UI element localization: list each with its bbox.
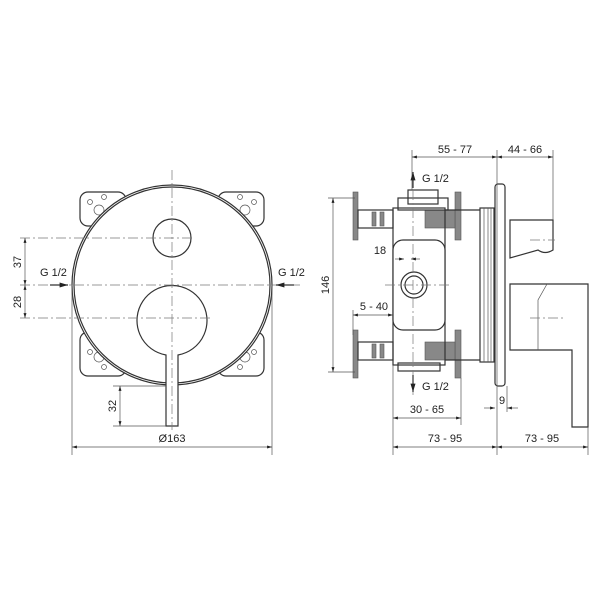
dim-55-77: 55 - 77 — [438, 144, 472, 156]
dim-18: 18 — [374, 245, 386, 257]
dim-44-66: 44 - 66 — [508, 144, 542, 156]
dim-73-95-left: 73 - 95 — [428, 433, 462, 445]
outlet-bottom-label: G 1/2 — [422, 381, 449, 393]
dim-30-65: 30 - 65 — [410, 404, 444, 416]
dim-32: 32 — [107, 400, 119, 412]
outlet-top-label: G 1/2 — [422, 173, 449, 185]
dim-9: 9 — [499, 395, 505, 407]
dim-diameter: Ø163 — [159, 433, 186, 445]
dim-73-95-right: 73 - 95 — [525, 433, 559, 445]
side-view: 55 - 77 44 - 66 146 18 5 - 40 30 - 65 9 … — [320, 144, 589, 455]
lever-side — [509, 283, 589, 428]
diverter-knob-side — [509, 219, 554, 259]
dim-28: 28 — [12, 296, 24, 308]
front-view: 37 28 32 Ø163 G 1/2 G 1/2 — [12, 170, 305, 455]
inlet-right-label: G 1/2 — [278, 267, 305, 279]
dim-37: 37 — [12, 256, 24, 268]
thread-section — [479, 207, 495, 363]
wall-plate — [494, 183, 506, 387]
dim-5-40: 5 - 40 — [360, 301, 388, 313]
dim-146: 146 — [320, 276, 332, 294]
inlet-left-label: G 1/2 — [40, 267, 67, 279]
